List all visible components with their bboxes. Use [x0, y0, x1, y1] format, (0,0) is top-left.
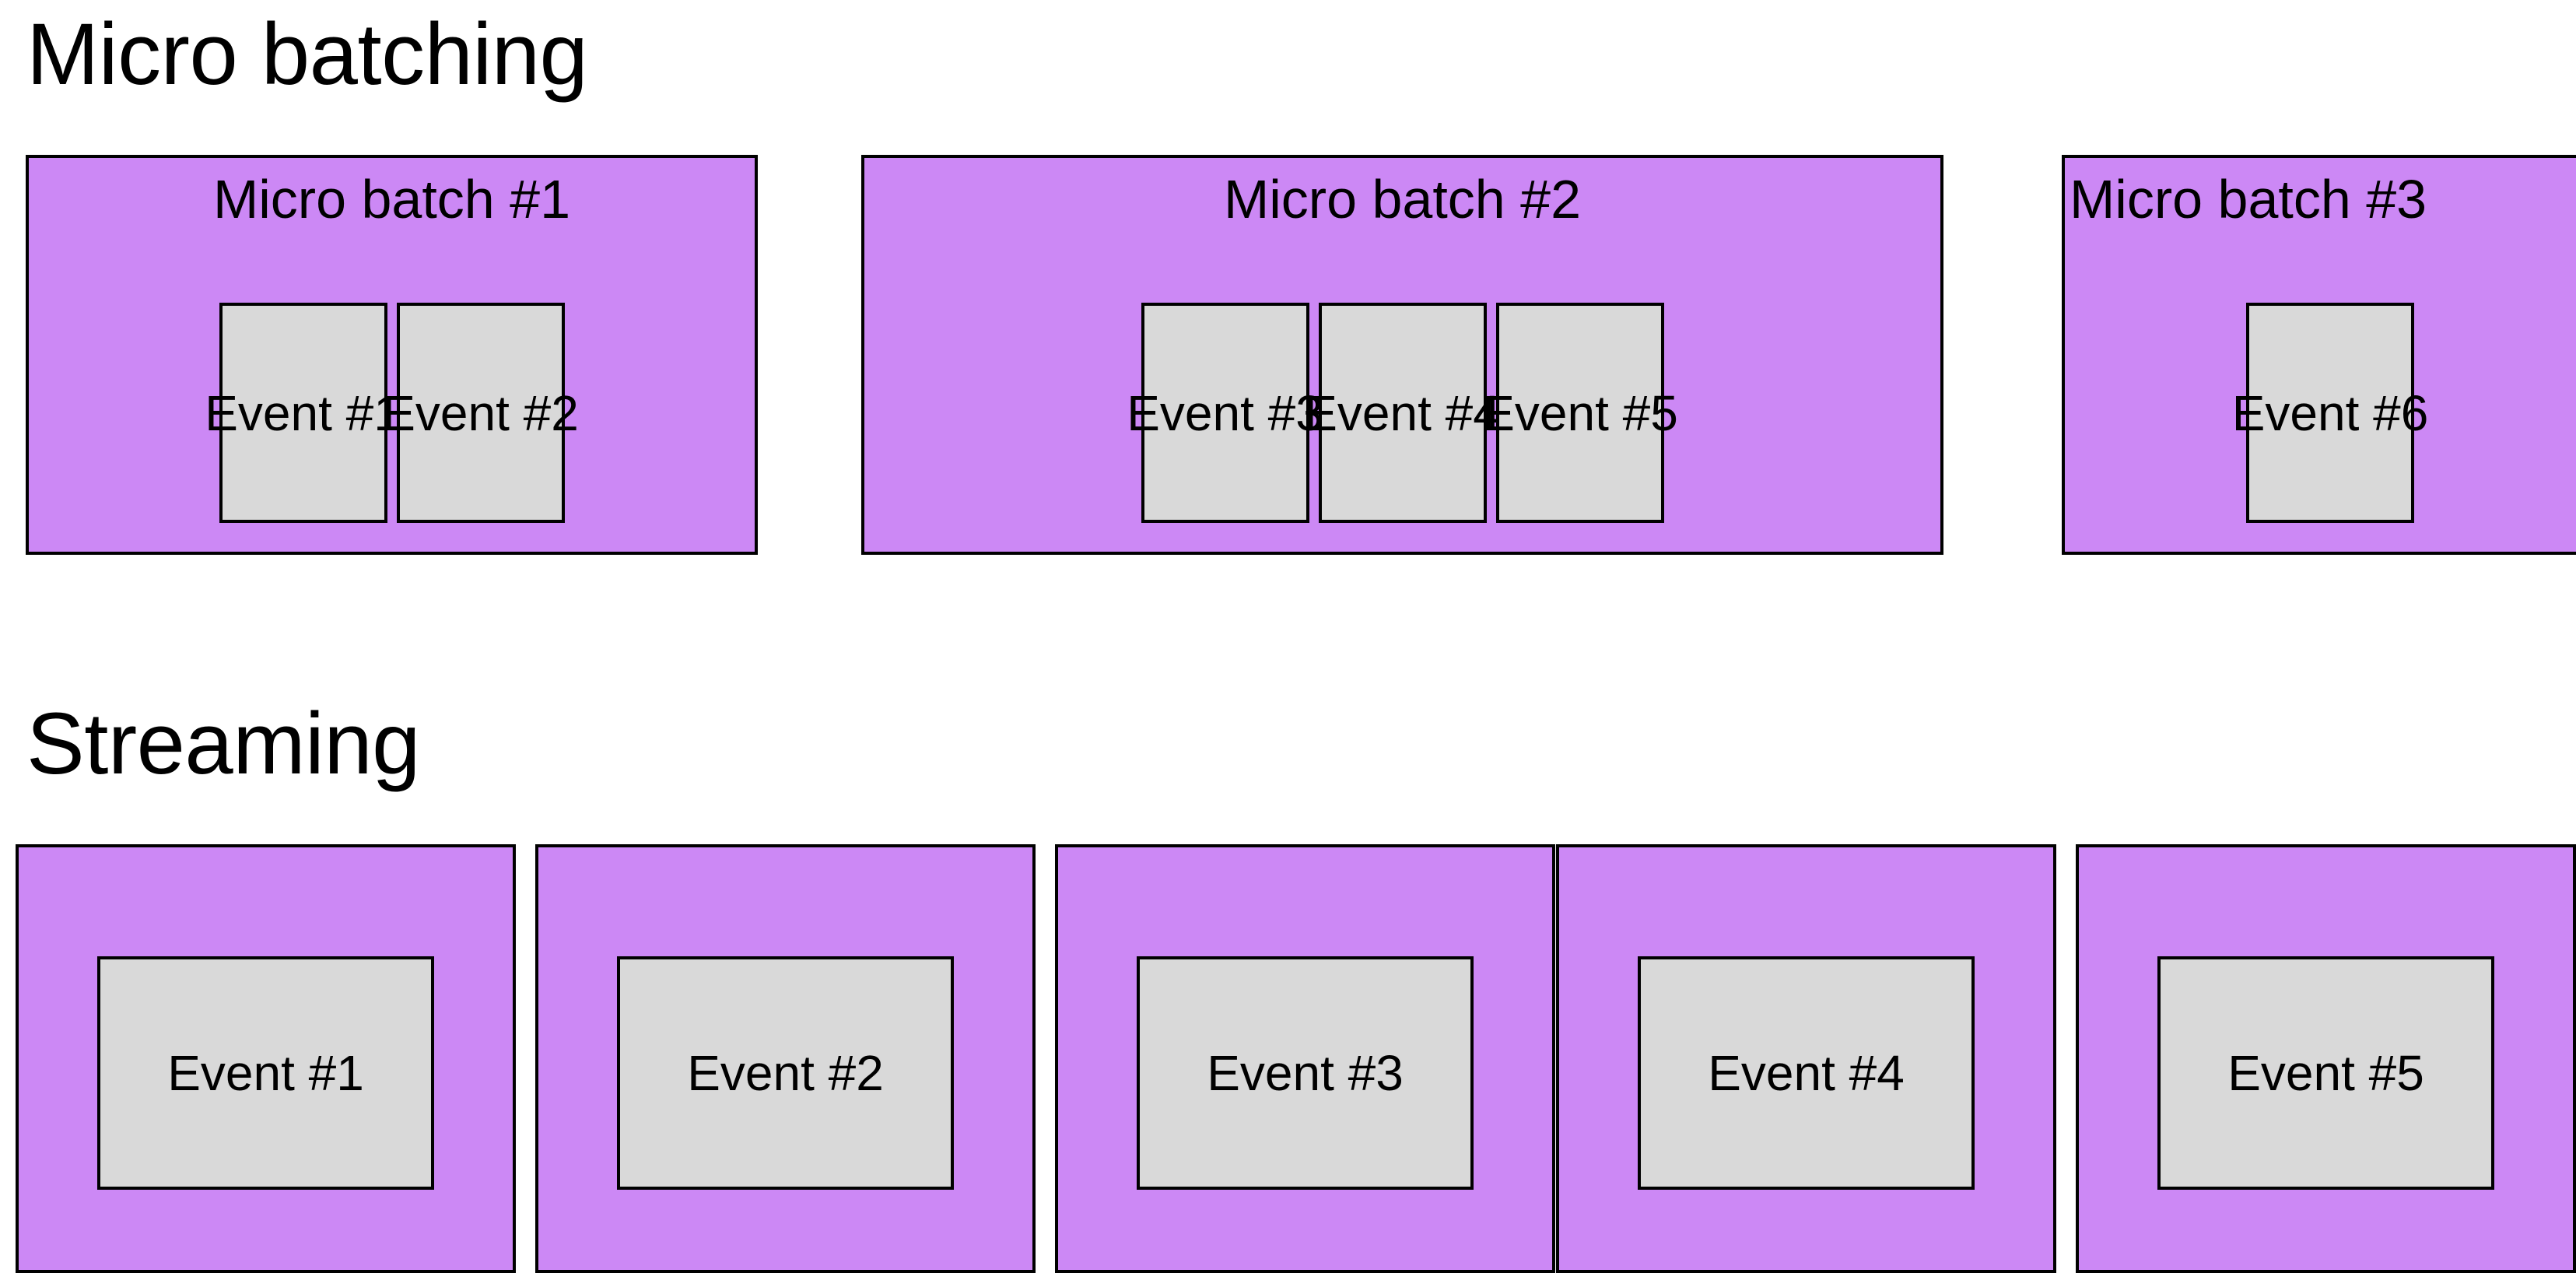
micro-batch-1-label: Micro batch #1 [212, 172, 571, 226]
streaming-slot-2-events: Event #2 [538, 956, 1032, 1190]
micro-batch-1: Micro batch #1 Event #1 Event #2 [26, 155, 758, 555]
event-box: Event #6 [2232, 303, 2428, 523]
streaming-slot-3-events: Event #3 [1058, 956, 1552, 1190]
micro-batch-2: Micro batch #2 Event #3 Event #4 Event #… [861, 155, 1943, 555]
micro-batch-1-events: Event #1 Event #2 [29, 303, 755, 523]
streaming-slot-1: Event #1 [16, 844, 516, 1273]
streaming-slot-5-events: Event #5 [2079, 956, 2573, 1190]
event-box: Event #3 [1137, 956, 1474, 1190]
event-box: Event #1 [97, 956, 434, 1190]
micro-batching-row: Micro batch #1 Event #1 Event #2 Micro b… [0, 155, 2576, 558]
micro-batch-3: Micro batch #3 Event #6 [2062, 155, 2576, 555]
event-box: Event #5 [2157, 956, 2494, 1190]
section-title-streaming: Streaming [26, 695, 420, 792]
streaming-slot-1-events: Event #1 [19, 956, 513, 1190]
streaming-slot-3: Event #3 [1055, 844, 1555, 1273]
micro-batch-3-events: Event #6 [2065, 303, 2576, 523]
event-box: Event #5 [1481, 303, 1678, 523]
streaming-slot-4: Event #4 [1556, 844, 2056, 1273]
micro-batch-3-label: Micro batch #3 [2070, 172, 2427, 226]
streaming-row: Event #1 Event #2 Event #3 Event #4 Even… [0, 844, 2576, 1273]
event-box: Event #2 [382, 303, 579, 523]
event-box: Event #4 [1304, 303, 1501, 523]
event-box: Event #4 [1638, 956, 1975, 1190]
streaming-slot-4-events: Event #4 [1559, 956, 2053, 1190]
streaming-slot-2: Event #2 [535, 844, 1036, 1273]
micro-batch-2-label: Micro batch #2 [1223, 172, 1582, 226]
section-title-micro-batching: Micro batching [26, 5, 588, 103]
micro-batch-2-events: Event #3 Event #4 Event #5 [864, 303, 1940, 523]
event-box: Event #1 [205, 303, 401, 523]
streaming-slot-5: Event #5 [2076, 844, 2576, 1273]
event-box: Event #2 [617, 956, 954, 1190]
event-box: Event #3 [1127, 303, 1323, 523]
